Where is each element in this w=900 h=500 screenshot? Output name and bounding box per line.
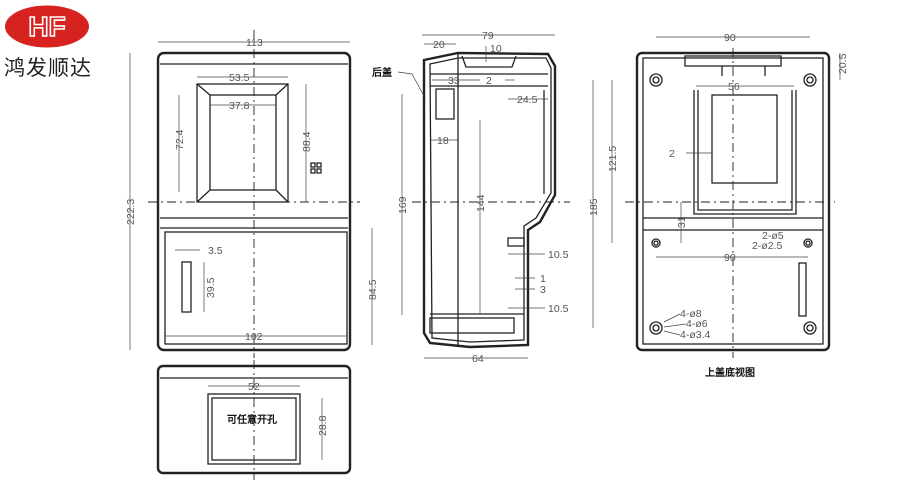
qr-icon xyxy=(310,162,322,174)
dim-102: 102 xyxy=(245,331,263,343)
dim-185: 185 xyxy=(588,198,600,216)
dim-56: 56 xyxy=(728,81,740,93)
company-name: 鸿发顺达 xyxy=(4,56,92,80)
dim-10-5a: 10.5 xyxy=(548,249,569,261)
dim-2-side: 2 xyxy=(486,75,492,87)
side-view xyxy=(397,34,570,359)
dim-20-5: 20.5 xyxy=(837,53,849,74)
dim-20: 20 xyxy=(433,39,445,51)
dim-37-8: 37.8 xyxy=(229,100,250,112)
dim-24-5: 24.5 xyxy=(517,94,538,106)
mount-hole-icon xyxy=(803,321,817,335)
dim-10: 10 xyxy=(490,43,502,55)
dim-3: 3 xyxy=(540,284,546,296)
top-cover-view xyxy=(592,36,841,358)
mount-hole-icon xyxy=(649,321,663,335)
hole-label-8: 4-ø8 xyxy=(680,308,702,320)
dim-33: 33 xyxy=(448,75,460,87)
dim-72-4: 72.4 xyxy=(174,129,186,150)
dim-18: 18 xyxy=(437,135,449,147)
dim-144: 144 xyxy=(475,194,487,212)
dim-31: 31 xyxy=(676,216,688,228)
side-label: 后盖 xyxy=(372,66,392,79)
hole-label-2-5: 2-ø2.5 xyxy=(752,240,783,252)
dim-90-top: 90 xyxy=(724,32,736,44)
small-hole-icon xyxy=(651,238,661,248)
mount-hole-icon xyxy=(803,73,817,87)
dim-10-5b: 10.5 xyxy=(548,303,569,315)
bottom-note: 可任意开孔 xyxy=(227,413,277,426)
view-title: 上盖底视图 xyxy=(705,366,755,379)
logo-mark: HF xyxy=(5,5,89,48)
hole-label-6: 4-ø6 xyxy=(686,318,708,330)
dim-169: 169 xyxy=(397,196,409,214)
hole-label-5: 2-ø5 xyxy=(762,230,784,242)
dim-1: 1 xyxy=(540,273,546,285)
hole-label-3-4: 4-ø3.4 xyxy=(680,329,711,341)
dim-64: 64 xyxy=(472,353,484,365)
dim-113: 113 xyxy=(246,37,263,49)
dim-84-5: 84.5 xyxy=(367,279,379,300)
dim-79: 79 xyxy=(482,30,494,42)
logo: HF xyxy=(4,4,90,49)
svg-text:HF: HF xyxy=(28,11,65,42)
dim-28-8: 28.8 xyxy=(317,415,329,436)
dim-3-5: 3.5 xyxy=(208,245,223,257)
front-view xyxy=(129,30,373,358)
dim-222-3: 222.3 xyxy=(125,199,137,225)
dim-90-bottom: 90 xyxy=(724,252,736,264)
dim-39-5: 39.5 xyxy=(205,277,217,298)
bottom-view xyxy=(156,360,352,480)
dim-88-4: 88.4 xyxy=(301,131,313,152)
dim-52: 52 xyxy=(248,381,260,393)
dim-2-cover: 2 xyxy=(669,148,675,160)
small-hole-icon xyxy=(803,238,813,248)
mount-hole-icon xyxy=(649,73,663,87)
dim-121-5: 121.5 xyxy=(607,146,619,172)
dim-53-5: 53.5 xyxy=(229,72,250,84)
